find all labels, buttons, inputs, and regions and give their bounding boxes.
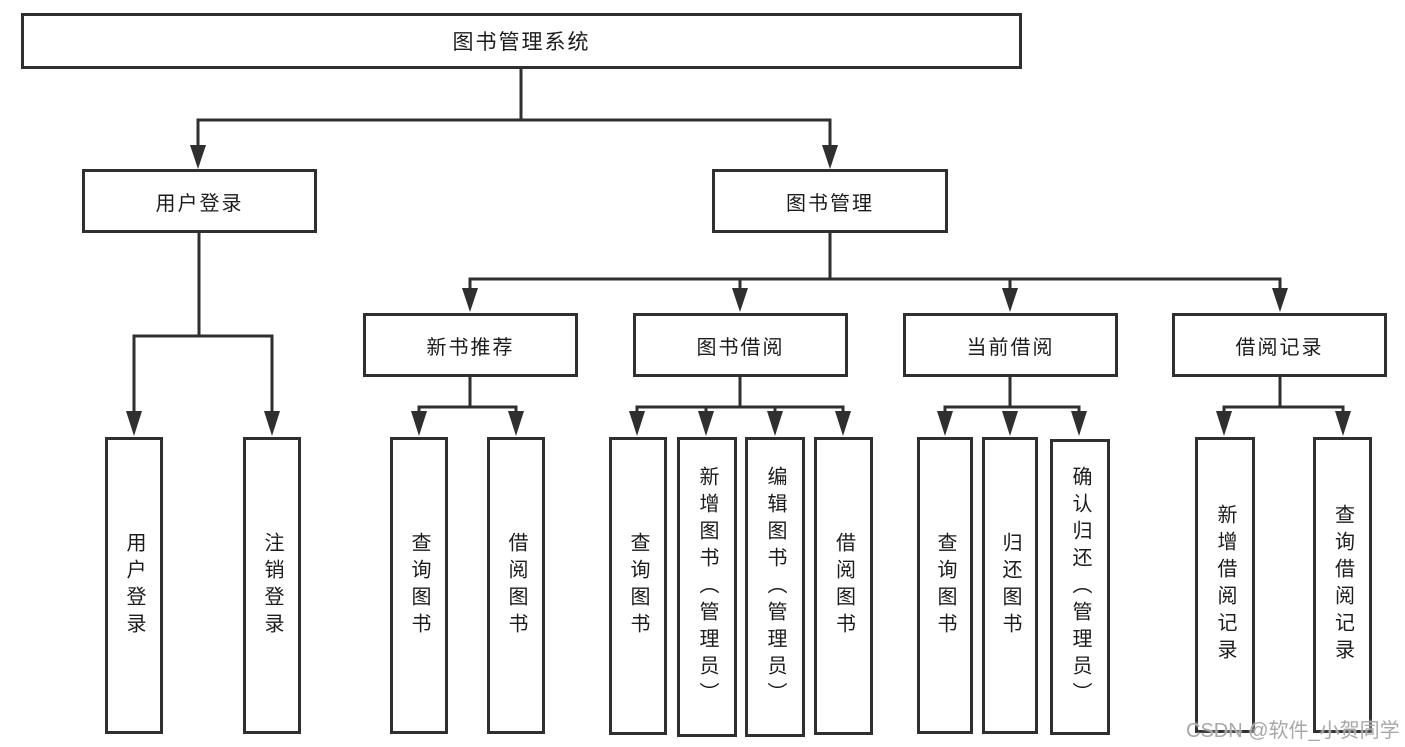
leaf-add-borrow-record: 新增借阅记录 <box>1195 437 1255 733</box>
node-label: 图书管理系统 <box>452 31 591 54</box>
leaf-add-book-admin: 新增图书（管理员） <box>677 437 737 737</box>
node-label: 图书管理 <box>786 192 874 215</box>
node-label: 新增借阅记录 <box>1214 504 1236 666</box>
node-new-book-recommend: 新书推荐 <box>363 313 578 377</box>
leaf-query-borrow-record: 查询借阅记录 <box>1313 437 1372 733</box>
csdn-watermark: CSDN @软件_小贺同学 <box>1186 720 1400 742</box>
node-label: 归还图书 <box>999 531 1021 640</box>
leaf-borrow-book: 借阅图书 <box>814 437 873 735</box>
node-borrow-record: 借阅记录 <box>1172 313 1387 377</box>
leaf-borrow-query-book: 查询图书 <box>609 437 667 735</box>
node-label: 查询图书 <box>627 532 649 640</box>
node-label: 借阅图书 <box>505 531 527 640</box>
leaf-return-book: 归还图书 <box>982 437 1038 734</box>
node-label: 查询借阅记录 <box>1331 504 1354 666</box>
leaf-edit-book-admin: 编辑图书（管理员） <box>745 437 805 737</box>
node-label: 用户登录 <box>123 531 145 640</box>
node-label: 注销登录 <box>261 531 283 640</box>
node-label: 查询图书 <box>408 531 430 640</box>
node-label: 当前借阅 <box>966 336 1055 359</box>
node-label: 借阅记录 <box>1235 336 1324 359</box>
node-current-borrow: 当前借阅 <box>903 313 1118 377</box>
node-label: 查询图书 <box>934 531 956 640</box>
node-book-management: 图书管理 <box>712 169 948 233</box>
leaf-user-login: 用户登录 <box>105 437 163 734</box>
leaf-recommend-query-book: 查询图书 <box>390 437 448 734</box>
node-book-borrow: 图书借阅 <box>633 313 848 377</box>
node-label: 确认归还（管理员） <box>1069 465 1091 709</box>
leaf-logout: 注销登录 <box>243 437 301 734</box>
leaf-recommend-borrow-book: 借阅图书 <box>487 437 545 734</box>
node-label: 新增图书（管理员） <box>696 465 718 709</box>
node-label: 图书借阅 <box>696 336 785 359</box>
node-label: 新书推荐 <box>426 336 515 359</box>
node-label: 用户登录 <box>155 192 244 215</box>
leaf-confirm-return-admin: 确认归还（管理员） <box>1050 439 1110 735</box>
node-root-system: 图书管理系统 <box>21 13 1022 69</box>
node-label: 编辑图书（管理员） <box>764 465 786 709</box>
node-user-login: 用户登录 <box>82 169 317 233</box>
node-label: 借阅图书 <box>832 532 855 640</box>
leaf-current-query-book: 查询图书 <box>917 437 973 734</box>
